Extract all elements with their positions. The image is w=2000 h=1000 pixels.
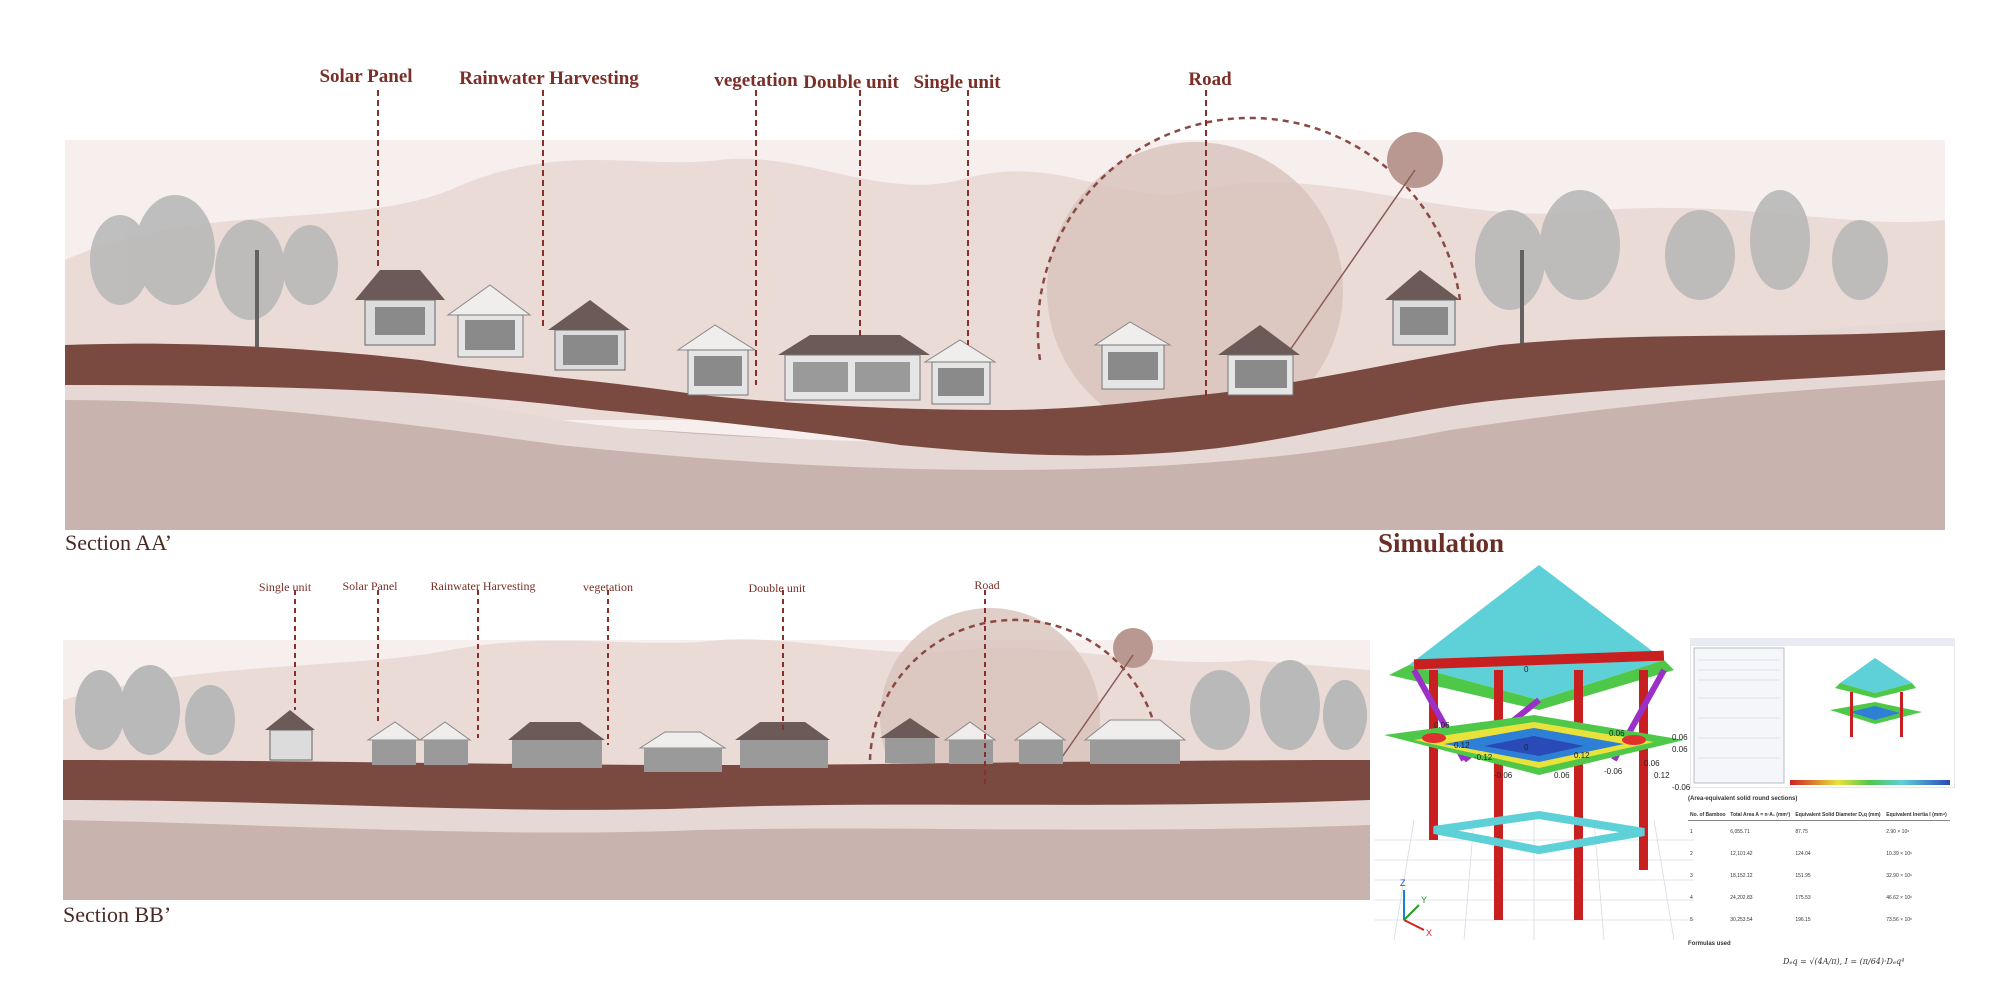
formulas-label: Formulas used — [1688, 941, 1731, 947]
sim-columns — [1429, 670, 1648, 920]
sim-axis — [1403, 890, 1425, 931]
simulation-model: Z X Y 0 0.06 0.06 -0.06 0.12 -0.12 0 0.1… — [1374, 565, 1694, 940]
table-header: Equivalent Inertia I (mm⁴) — [1884, 810, 1950, 821]
simulation-title: Simulation — [1378, 528, 1505, 558]
svg-text:0.12: 0.12 — [1574, 751, 1590, 760]
aa-house-8 — [1218, 325, 1300, 396]
section-aa-drawing — [65, 90, 1945, 530]
bb-pebble-layer — [63, 790, 1370, 833]
aa-house-7 — [1093, 321, 1172, 390]
section-bb-drawing — [63, 590, 1370, 900]
simulation-software-window — [1690, 638, 1955, 788]
bb-label-vegetation: vegetation — [583, 580, 633, 594]
aa-sun-path — [1036, 116, 1462, 361]
aa-trees-left — [90, 195, 338, 380]
sim-axis-y: Y — [1421, 895, 1427, 905]
svg-text:0.12: 0.12 — [1654, 771, 1670, 780]
bamboo-section-table: (Area-equivalent solid round sections) N… — [1688, 796, 1950, 966]
aa-label-vegetation: vegetation — [714, 70, 798, 91]
aa-house-6 — [923, 339, 997, 405]
aa-house-5 — [778, 335, 930, 401]
bb-leaders — [294, 590, 986, 788]
bb-label-single-unit: Single unit — [258, 580, 312, 594]
bb-houses — [265, 710, 1187, 772]
table-header: Equivalent Solid Diameter Dₑq (mm) — [1793, 810, 1885, 821]
svg-text:-0.06: -0.06 — [1494, 771, 1513, 780]
section-aa-caption: Section AA’ — [65, 530, 172, 555]
aa-trees-right — [1475, 190, 1888, 380]
aa-label-road: Road — [1188, 69, 1232, 90]
sim-axis-x: X — [1426, 928, 1432, 938]
aa-label-rainwater-harvesting: Rainwater Harvesting — [459, 68, 639, 89]
sim-roof-lower — [1389, 660, 1674, 710]
aa-label-double-unit: Double unit — [803, 72, 899, 93]
bb-trees-right — [1190, 660, 1367, 750]
svg-text:-0.12: -0.12 — [1474, 753, 1493, 762]
aa-label-single-unit: Single unit — [913, 72, 1001, 93]
aa-house-9 — [1385, 270, 1460, 346]
svg-text:0.06: 0.06 — [1644, 759, 1660, 768]
bb-sun-ray — [1059, 654, 1134, 761]
aa-house-3 — [548, 300, 630, 371]
bb-soil — [63, 760, 1370, 810]
svg-text:0.06: 0.06 — [1672, 745, 1688, 754]
bb-trees-left — [75, 665, 235, 755]
bb-label-rainwater-harvesting: Rainwater Harvesting — [430, 579, 536, 593]
table-header: Total Area A = n·A₁ (mm²) — [1728, 810, 1794, 821]
aa-pale-layer — [65, 340, 1945, 530]
aa-sun-ray — [1289, 169, 1416, 351]
svg-text:0.06: 0.06 — [1609, 729, 1625, 738]
aa-label-solar-panel: Solar Panel — [319, 66, 413, 87]
bb-sun-path — [868, 618, 1162, 771]
aa-houses — [355, 270, 1460, 405]
table-caption: (Area-equivalent solid round sections) — [1688, 796, 1798, 802]
section-aa: Solar Panel Rainwater Harvesting vegetat… — [65, 66, 1945, 555]
svg-text:0.06: 0.06 — [1434, 721, 1450, 730]
sim-axis-z: Z — [1400, 878, 1406, 888]
aa-pebble-layer — [65, 320, 1945, 470]
table-grid: No. of Bamboo Total Area A = n·A₁ (mm²) … — [1688, 810, 1950, 931]
svg-text:0: 0 — [1524, 743, 1529, 752]
sim-color-scale — [1790, 780, 1950, 785]
bb-label-road: Road — [974, 578, 1000, 592]
aa-leaders — [377, 90, 1207, 400]
svg-text:0.06: 0.06 — [1672, 733, 1688, 742]
sim-roof-beam — [1413, 650, 1665, 670]
svg-text:0: 0 — [1524, 665, 1529, 674]
aa-soil — [65, 330, 1945, 456]
section-bb: Single unit Solar Panel Rainwater Harves… — [0, 560, 1380, 1000]
bb-label-solar-panel: Solar Panel — [342, 579, 398, 593]
svg-text:0.06: 0.06 — [1554, 771, 1570, 780]
bb-label-double-unit: Double unit — [748, 581, 806, 595]
aa-house-2 — [446, 284, 532, 358]
aa-house-1 — [355, 270, 445, 346]
table-header-row: No. of Bamboo Total Area A = n·A₁ (mm²) … — [1688, 810, 1950, 821]
sim-lower-ring — [1433, 810, 1645, 855]
aa-house-4 — [676, 324, 757, 396]
svg-text:-0.06: -0.06 — [1672, 783, 1691, 792]
svg-text:0.12: 0.12 — [1454, 741, 1470, 750]
svg-text:-0.06: -0.06 — [1604, 767, 1623, 776]
section-bb-caption: Section BB’ — [63, 902, 172, 927]
formula: Dₑq = √(4A/π), I = (π/64)·Dₑq⁴ — [1783, 957, 1905, 966]
sim-contour-labels: 0 0.06 0.06 -0.06 0.12 -0.12 0 0.12 0.06… — [1434, 665, 1691, 792]
table-header: No. of Bamboo — [1688, 810, 1729, 821]
sim-dialog — [1693, 647, 1785, 784]
aa-sun — [1387, 132, 1443, 188]
bb-sun — [1113, 628, 1153, 668]
